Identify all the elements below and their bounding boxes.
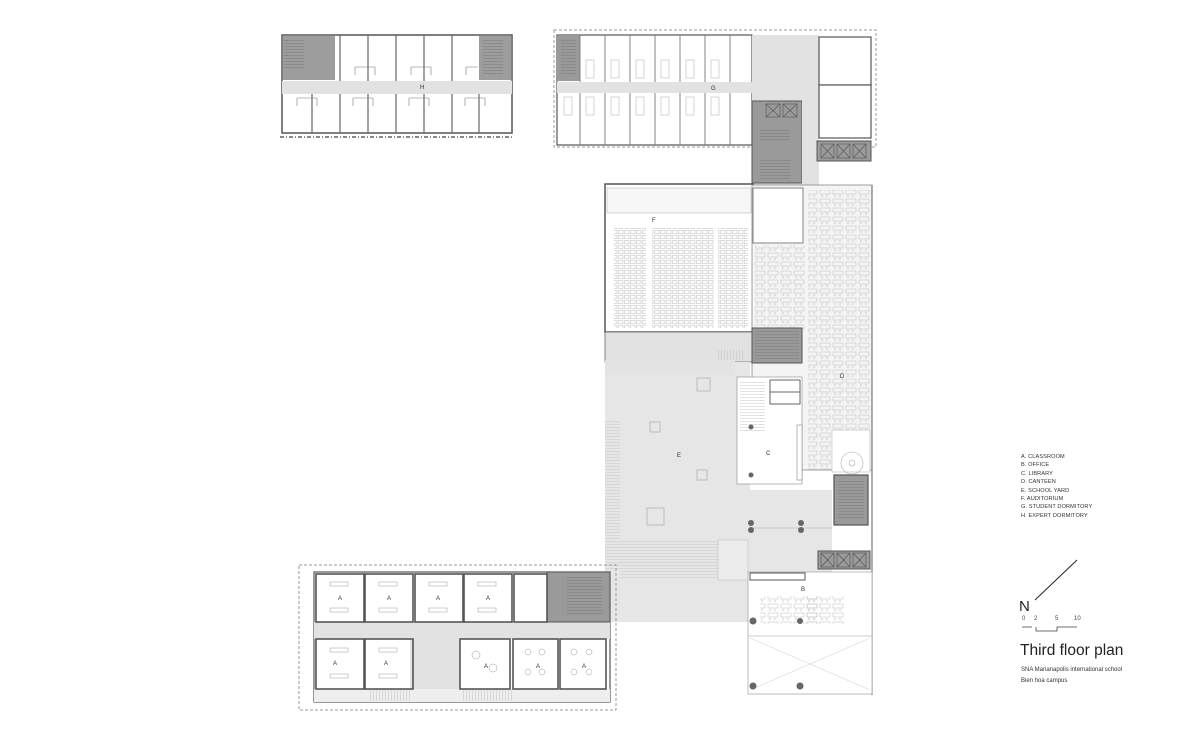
north-label: N	[1019, 598, 1030, 615]
student-dormitory-block: G	[553, 29, 877, 185]
legend-item: D. CANTEEN	[1021, 479, 1056, 486]
room-label-a: A	[384, 661, 388, 667]
legend-item: C. LIBRARY	[1021, 470, 1053, 477]
classroom-block: A A A A A A A A A	[298, 564, 617, 711]
room-label-a: A	[333, 661, 337, 667]
legend-item: E. SCHOOL YARD	[1021, 487, 1070, 494]
room-label-a: A	[536, 664, 540, 670]
room-label-a: A	[387, 596, 391, 602]
scale-tick: 0	[1022, 616, 1026, 622]
scale-bar	[1022, 626, 1077, 632]
legend-item: F. AUDITORIUM	[1021, 496, 1064, 503]
legend-item: H. EXPERT DORMITORY	[1021, 512, 1088, 519]
scale-tick: 10	[1074, 616, 1081, 622]
room-label-a: A	[338, 596, 342, 602]
scale-tick: 2	[1034, 616, 1038, 622]
school-yard-block: E	[605, 360, 832, 622]
room-label-a: A	[484, 664, 488, 670]
legend-item: G. STUDENT DORMITORY	[1021, 504, 1093, 511]
room-label-a: A	[582, 664, 586, 670]
drawing-title: Third floor plan	[1020, 642, 1124, 659]
room-label-a: A	[436, 596, 440, 602]
office-block: B	[747, 571, 873, 695]
campus-name: Bien hoa campus	[1021, 678, 1068, 684]
library-block: C	[736, 376, 803, 485]
north-arrow-line	[1034, 559, 1078, 601]
auditorium-block: F	[604, 183, 754, 363]
expert-dormitory-block: H	[280, 34, 513, 138]
legend-item: B. OFFICE	[1021, 462, 1050, 469]
scale-tick: 5	[1055, 616, 1059, 622]
room-label-f: F	[652, 218, 656, 224]
room-label-g: G	[711, 86, 716, 92]
room-label-h: H	[420, 85, 424, 91]
legend-item: A. CLASSROOM	[1021, 454, 1065, 460]
room-label-c: C	[766, 451, 771, 457]
room-label-a: A	[486, 596, 490, 602]
room-label-e: E	[677, 453, 681, 459]
scale-labels: 0 2 5 10	[1022, 616, 1082, 626]
room-label-b: B	[801, 587, 805, 593]
room-label-d: D	[840, 374, 845, 380]
room-legend: A. CLASSROOM B. OFFICE C. LIBRARY D. CAN…	[1021, 453, 1092, 520]
project-name: SNA Marianapolis international school	[1021, 667, 1123, 673]
